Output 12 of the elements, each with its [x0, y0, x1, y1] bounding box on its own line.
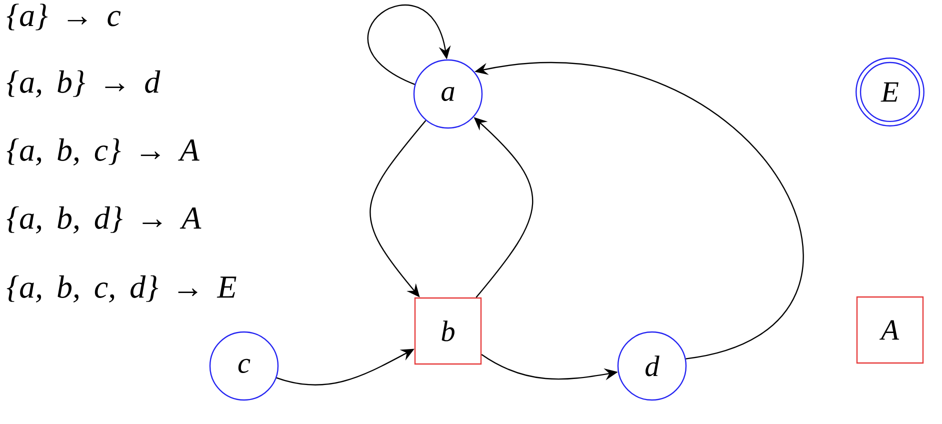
- rule-text: {a} → c: [6, 4, 121, 30]
- circle-node: c: [209, 331, 279, 401]
- square-node: b: [414, 297, 482, 365]
- square-node: A: [856, 296, 924, 364]
- rule-text: {a, b, c, d} → E: [6, 275, 236, 303]
- rule-text: {a, b, d} → A: [6, 206, 202, 234]
- loop-arrow: [368, 4, 451, 85]
- circle-node: d: [617, 331, 687, 401]
- double-circle-node: E: [856, 58, 924, 126]
- rule-text: {a, b, c} → A: [6, 138, 200, 166]
- rule-text: {a, b} → d: [6, 70, 160, 98]
- circle-node: a: [413, 59, 483, 129]
